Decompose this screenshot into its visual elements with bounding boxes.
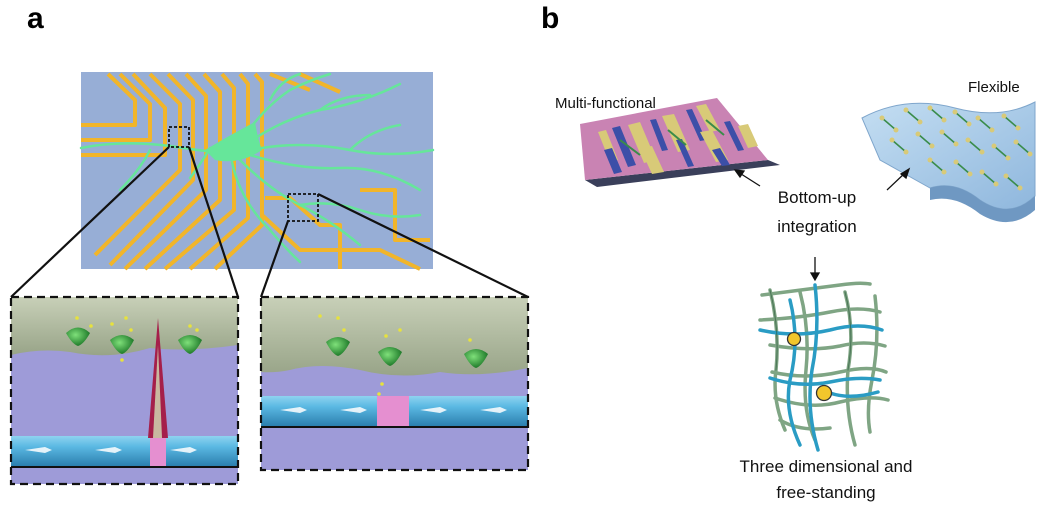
nanowire-junction-left bbox=[150, 436, 166, 466]
zoom-lines bbox=[10, 146, 529, 298]
inset-right bbox=[259, 295, 530, 472]
inset-left bbox=[9, 295, 240, 486]
integration-label: integration bbox=[777, 217, 856, 236]
panel-a: a bbox=[9, 2, 530, 486]
neuron-soma bbox=[205, 122, 262, 162]
nanowire-junction-right bbox=[377, 396, 409, 426]
ion-channels bbox=[66, 327, 202, 354]
panel-b-letter: b bbox=[541, 2, 559, 35]
flexible-label: Flexible bbox=[968, 79, 1020, 96]
flow-arrows-left bbox=[25, 447, 197, 453]
inset-left-border bbox=[9, 295, 240, 486]
zoom-box-left bbox=[168, 126, 190, 148]
chip-devices bbox=[598, 104, 758, 174]
panel-b: b Multi-functional bbox=[541, 2, 1036, 502]
zoom-box-right bbox=[287, 193, 319, 222]
sheet-devices bbox=[881, 107, 1031, 189]
electrode-lines bbox=[81, 72, 430, 271]
inset-right-border bbox=[259, 295, 530, 472]
ion-channels-right bbox=[326, 337, 488, 368]
three-d-mesh bbox=[758, 281, 890, 452]
bottom-up-label: Bottom-up bbox=[778, 188, 856, 207]
ion-dots bbox=[75, 316, 199, 362]
panel-a-letter: a bbox=[27, 2, 44, 35]
multi-functional-label: Multi-functional bbox=[555, 95, 656, 112]
cell-membrane-right bbox=[261, 297, 528, 376]
flow-arrows-right bbox=[280, 407, 507, 413]
integration-arrows bbox=[733, 167, 911, 282]
multi-functional-chip bbox=[580, 98, 780, 187]
flexible-sheet bbox=[861, 101, 1036, 223]
ion-dots-right bbox=[318, 314, 472, 396]
three-d-label-line2: free-standing bbox=[776, 483, 875, 502]
three-d-label-line1: Three dimensional and bbox=[740, 457, 913, 476]
